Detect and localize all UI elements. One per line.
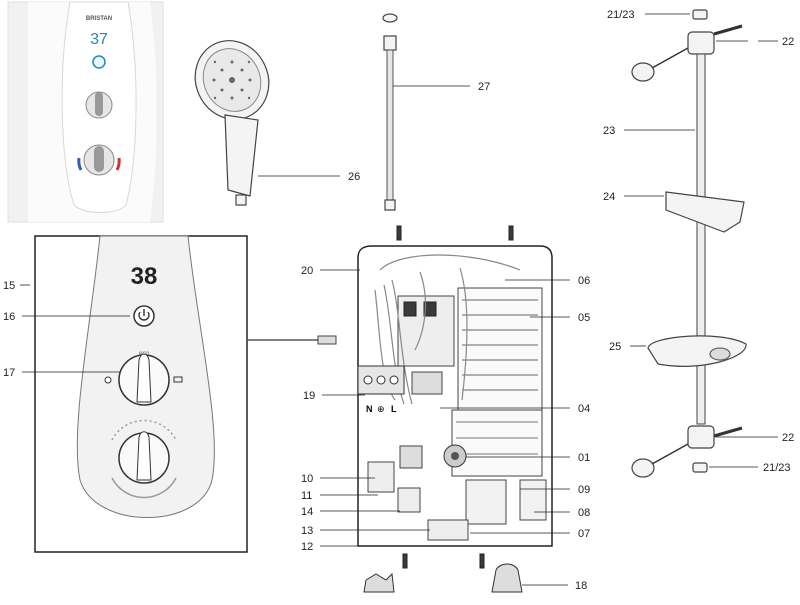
internals-left-callouts: 20 19 10 11 14 13 12: [301, 265, 440, 553]
callout-14: 14: [301, 506, 313, 518]
callout-16: 16: [3, 311, 15, 323]
callout-20: 20: [301, 265, 313, 277]
callout-15: 15: [3, 280, 15, 292]
callout-08: 08: [578, 507, 590, 519]
callout-18: 18: [575, 580, 587, 592]
callout-05: 05: [578, 312, 590, 324]
product-temp-display: 37: [90, 31, 108, 48]
callout-21-23-top: 21/23: [607, 9, 635, 21]
callout-12: 12: [301, 541, 313, 553]
callout-11: 11: [301, 490, 312, 502]
terminal-n-label: N: [366, 404, 373, 414]
callout-25: 25: [609, 341, 621, 353]
callout-21-23-bot: 21/23: [763, 462, 791, 474]
callout-26: 26: [348, 171, 360, 183]
callout-04: 04: [578, 403, 590, 415]
callout-06: 06: [578, 275, 590, 287]
product-power-button[interactable]: [92, 55, 106, 69]
internals-right-callouts: 06 05 04 01 09 08 07: [440, 275, 590, 540]
panel-temp-display: 38: [131, 263, 158, 290]
callout-19: 19: [303, 390, 315, 402]
callout-24: 24: [603, 191, 615, 203]
product-photo: BRISTAN 37: [7, 1, 164, 223]
cold-arc-icon: [77, 157, 83, 171]
callout-27: 27: [478, 81, 490, 93]
callout-17: 17: [3, 367, 15, 379]
front-cover-panel: 38 eco 15 16 17: [3, 235, 337, 553]
terminal-earth-label: ⊕: [377, 404, 385, 414]
callout-23: 23: [603, 125, 615, 137]
callout-22-top: 22: [782, 36, 794, 48]
brand-logo: BRISTAN: [86, 16, 112, 22]
shower-head: 26: [194, 40, 360, 206]
callout-10: 10: [301, 473, 313, 485]
internals-chassis: N ⊕ L 18: [357, 225, 587, 593]
callout-07: 07: [578, 528, 590, 540]
power-icon: [138, 311, 150, 321]
callout-22-bot: 22: [782, 432, 794, 444]
callout-09: 09: [578, 484, 590, 496]
shower-hose: 27: [382, 13, 490, 211]
callout-01: 01: [578, 452, 590, 464]
terminal-l-label: L: [391, 404, 397, 414]
callout-13: 13: [301, 525, 313, 537]
riser-rail-kit: 21/23 22 23 24 25 22 21/23: [603, 9, 794, 478]
hot-arc-icon: [115, 157, 121, 171]
